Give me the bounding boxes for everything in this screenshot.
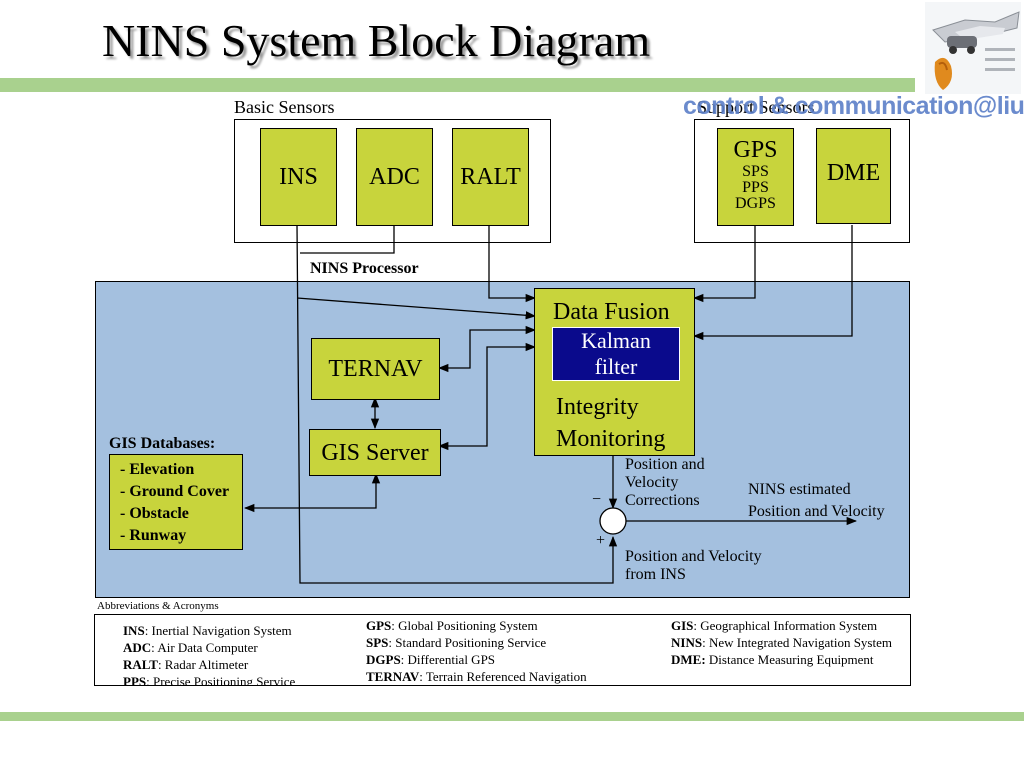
abbr-item: DME: Distance Measuring Equipment — [671, 652, 874, 667]
gis-server-block: GIS Server — [309, 429, 441, 476]
abbr-item: DGPS: Differential GPS — [366, 652, 496, 667]
gis-databases-block: - Elevation - Ground Cover - Obstacle - … — [109, 454, 243, 550]
abbr-item: PPS: Precise Positioning Service — [123, 674, 296, 686]
abbr-item: RALT: Radar Altimeter — [123, 657, 249, 672]
gps-dgps-label: DGPS — [735, 195, 776, 212]
corrections-label: Position and Velocity Corrections — [625, 456, 705, 509]
bottom-divider-band — [0, 712, 1024, 721]
gis-db-elevation: - Elevation — [120, 461, 195, 478]
data-fusion-block: Data Fusion Kalman filter Integrity Moni… — [534, 288, 695, 456]
kalman-label: Kalman — [581, 328, 651, 353]
basic-sensors-label: Basic Sensors — [234, 97, 335, 117]
watermark-text: control & communication@liu — [683, 92, 1024, 120]
adc-block: ADC — [356, 128, 433, 226]
abbr-item: GPS: Global Positioning System — [366, 618, 538, 633]
abbr-column-1: INS: Inertial Navigation System ADC: Air… — [123, 622, 296, 686]
from-ins-label: Position and Velocity from INS — [625, 548, 762, 583]
ternav-block: TERNAV — [311, 338, 440, 400]
kalman-filter-block: Kalman filter — [552, 327, 680, 381]
abbr-item: INS: Inertial Navigation System — [123, 623, 292, 638]
data-fusion-label: Data Fusion — [553, 299, 670, 325]
nins-processor-label: NINS Processor — [310, 260, 419, 277]
abbr-item: TERNAV: Terrain Referenced Navigation — [366, 669, 587, 684]
estimated-output-label: NINS estimated Position and Velocity — [748, 481, 885, 520]
integrity-label: Integrity — [556, 394, 639, 420]
gis-db-runway: - Runway — [120, 527, 187, 544]
gis-db-ground-cover: - Ground Cover — [120, 483, 230, 500]
minus-sign: − — [592, 491, 602, 508]
dme-block: DME — [816, 128, 891, 224]
monitoring-label: Monitoring — [556, 426, 666, 452]
abbr-column-3: GIS: Geographical Information System NIN… — [671, 617, 892, 668]
abbr-item: SPS: Standard Positioning Service — [366, 635, 547, 650]
ralt-block: RALT — [452, 128, 529, 226]
plus-sign: + — [596, 532, 606, 549]
support-sensors-label: Support Sensors — [697, 97, 815, 117]
abbreviations-box: INS: Inertial Navigation System ADC: Air… — [94, 614, 911, 686]
abbr-item: GIS: Geographical Information System — [671, 618, 878, 633]
abbr-item: NINS: New Integrated Navigation System — [671, 635, 892, 650]
gis-databases-title: GIS Databases: — [109, 435, 216, 452]
gps-block: GPS SPS PPS DGPS — [717, 128, 794, 226]
abbr-column-2: GPS: Global Positioning System SPS: Stan… — [366, 617, 587, 685]
gis-db-obstacle: - Obstacle — [120, 505, 189, 522]
slide-title: NINS System Block Diagram — [102, 15, 651, 66]
logo-image — [925, 2, 1021, 94]
ins-block: INS — [260, 128, 337, 226]
abbreviations-title: Abbreviations & Acronyms — [97, 600, 219, 612]
top-divider-band — [0, 78, 915, 92]
filter-label: filter — [594, 354, 638, 380]
gps-label: GPS — [733, 137, 778, 163]
abbr-item: ADC: Air Data Computer — [123, 640, 258, 655]
gps-pps-label: PPS — [742, 179, 769, 196]
gps-sps-label: SPS — [742, 163, 769, 180]
